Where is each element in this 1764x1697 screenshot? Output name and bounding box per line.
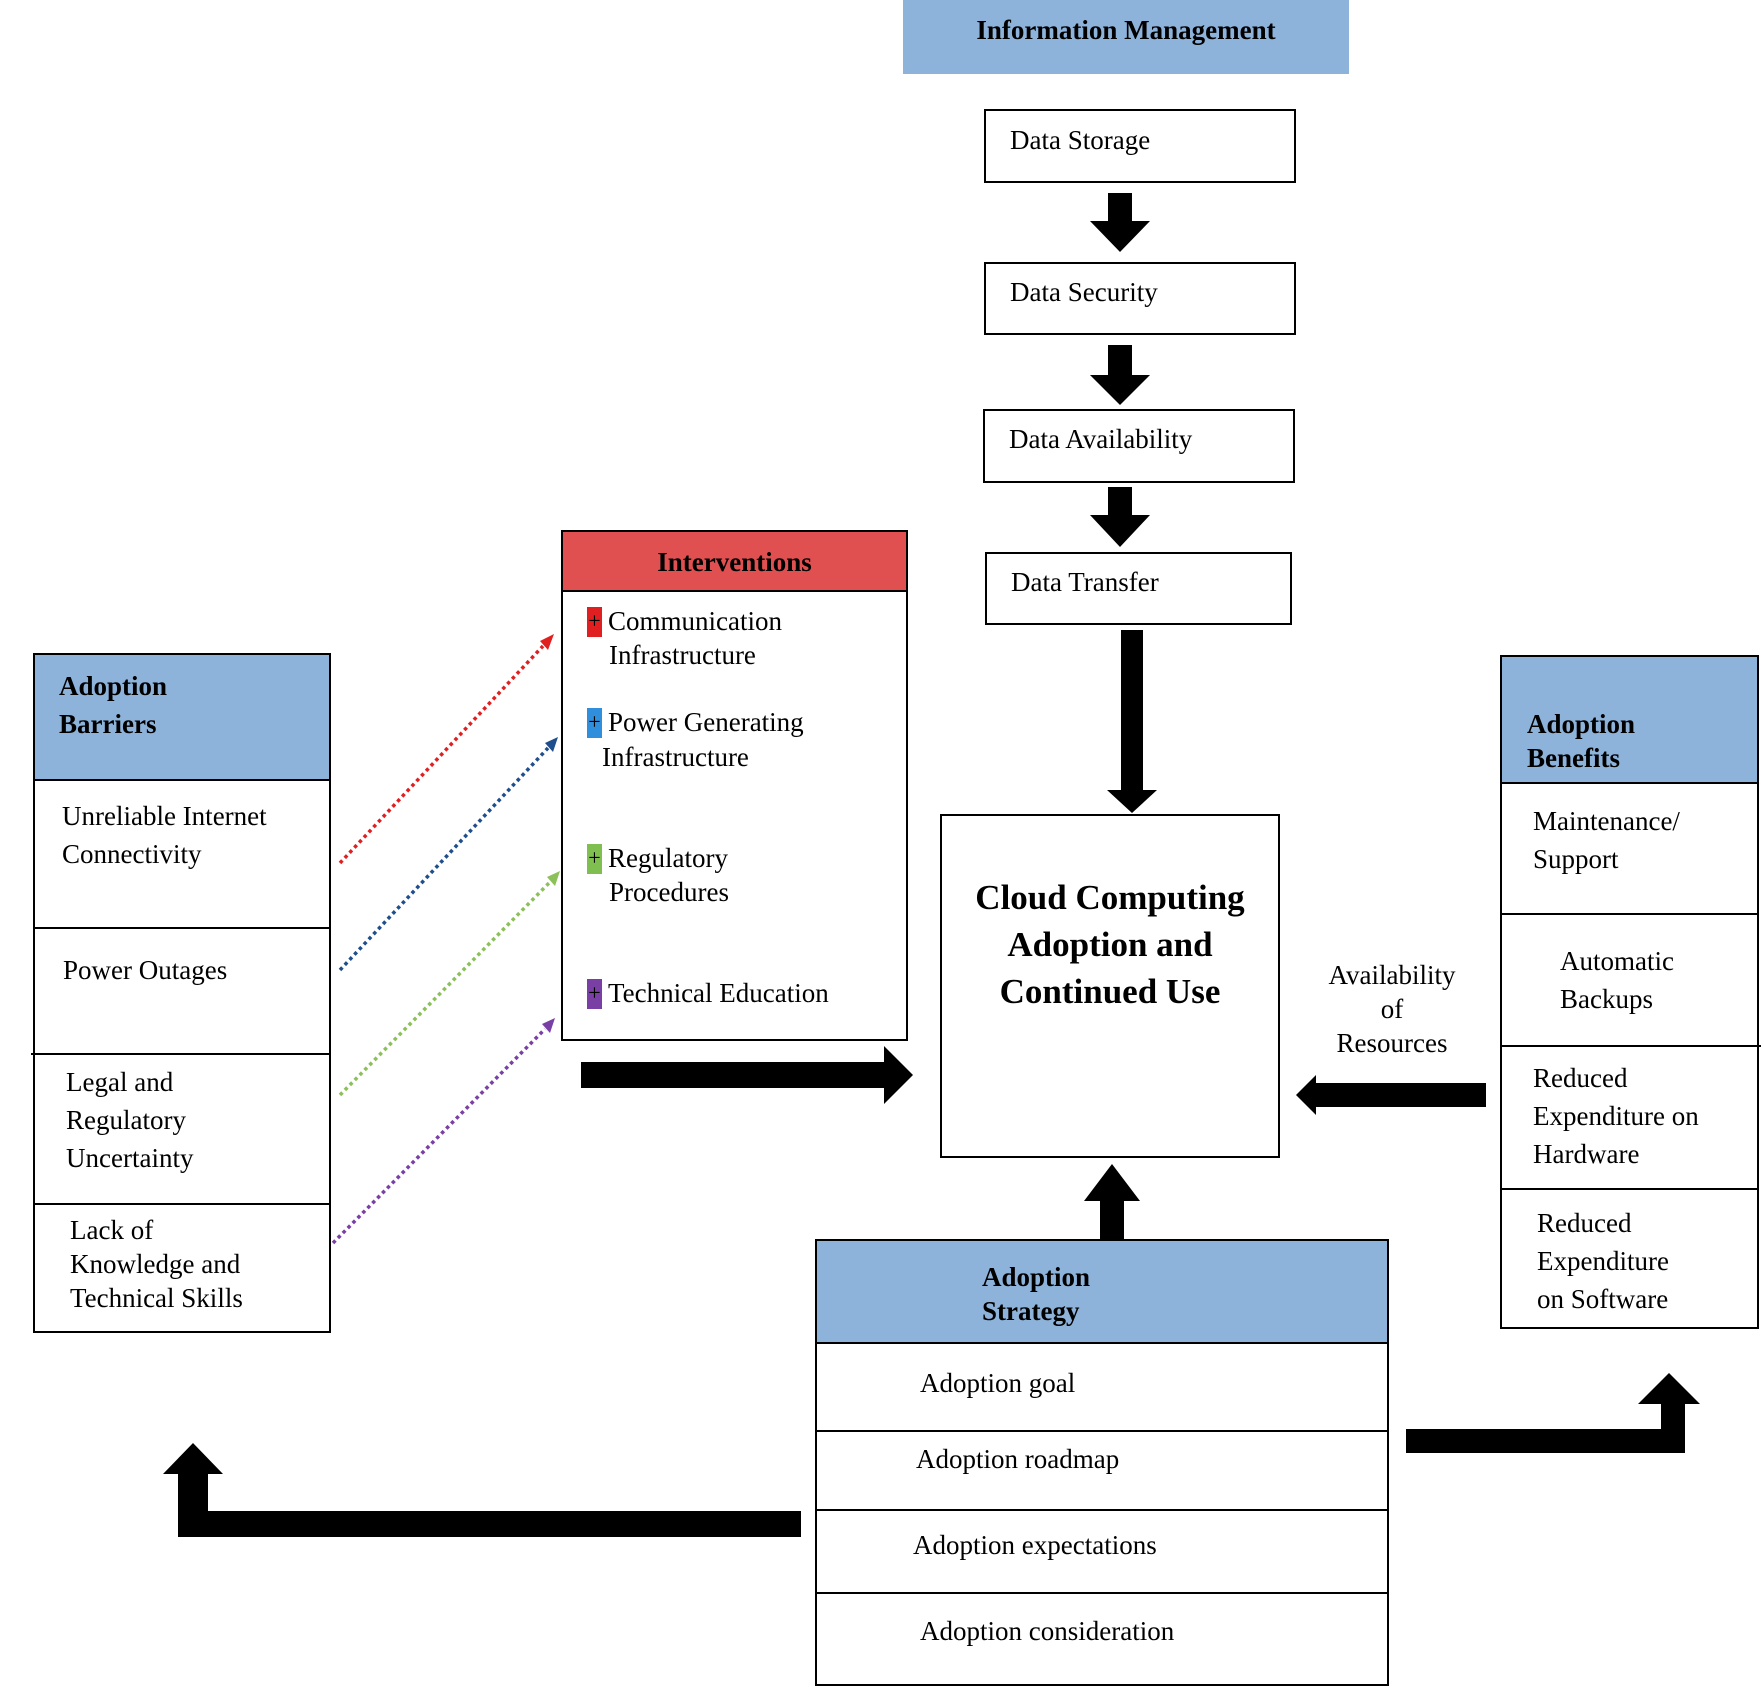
- data-storage-box: Data Storage: [984, 109, 1296, 183]
- adoption-benefits-box: Adoption Benefits Maintenance/ Support A…: [1500, 655, 1761, 1329]
- barrier-legal-regulatory: Legal and Regulatory Uncertainty: [66, 1067, 194, 1173]
- benefit-divider: [1502, 1045, 1761, 1047]
- availability-of-resources-label: Availability of Resources: [1328, 960, 1456, 1058]
- adoption-barriers-title-line2: Barriers: [59, 709, 157, 739]
- adoption-strategy-box: Adoption Strategy Adoption goal Adoption…: [815, 1239, 1389, 1686]
- dotted-arrowhead-purple: [542, 1018, 555, 1033]
- intervention-regulatory-line2: Procedures: [609, 877, 729, 907]
- barrier-power-outages: Power Outages: [63, 955, 228, 985]
- arrow-strategy-to-benefits: [1406, 1373, 1700, 1453]
- arrow-down-storage-security: [1090, 193, 1150, 252]
- intervention-communication-line2: Infrastructure: [609, 640, 756, 670]
- barrier-unreliable-internet: Unreliable Internet Connectivity: [62, 801, 267, 869]
- arrow-down-transfer-center: [1107, 630, 1157, 813]
- arrow-left-resources-center: [1296, 1075, 1486, 1115]
- interventions-box: Interventions +Communication Infrastruct…: [561, 530, 908, 1041]
- strategy-adoption-consideration: Adoption consideration: [920, 1616, 1175, 1646]
- dotted-arrow-red: [338, 644, 545, 865]
- arrow-right-interventions-center: [581, 1046, 913, 1104]
- strategy-adoption-goal: Adoption goal: [920, 1368, 1076, 1398]
- benefit-maintenance-support: Maintenance/ Support: [1533, 806, 1680, 874]
- plus-icon-green: +: [587, 843, 602, 874]
- interventions-title: Interventions: [657, 547, 812, 577]
- cloud-computing-title: Cloud Computing Adoption and Continued U…: [975, 878, 1245, 1011]
- strategy-divider: [817, 1592, 1387, 1594]
- adoption-barriers-header: Adoption Barriers: [35, 655, 329, 781]
- adoption-strategy-title-line2: Strategy: [982, 1296, 1080, 1326]
- strategy-adoption-roadmap: Adoption roadmap: [916, 1444, 1120, 1474]
- data-availability-label: Data Availability: [1009, 424, 1193, 454]
- adoption-barriers-box: Adoption Barriers Unreliable Internet Co…: [31, 653, 331, 1333]
- strategy-adoption-expectations: Adoption expectations: [913, 1530, 1157, 1560]
- benefit-automatic-backups: Automatic Backups: [1560, 946, 1674, 1014]
- arrow-down-availability-transfer: [1090, 487, 1150, 547]
- benefit-divider: [1502, 913, 1757, 915]
- dotted-arrowhead-green: [547, 871, 560, 886]
- arrow-strategy-to-barriers: [163, 1443, 801, 1537]
- dotted-arrowhead-blue: [545, 737, 558, 752]
- adoption-strategy-header: Adoption Strategy: [817, 1241, 1387, 1344]
- intervention-power: +Power Generating: [587, 707, 804, 738]
- benefit-reduced-hardware: Reduced Expenditure on Hardware: [1533, 1063, 1699, 1169]
- dotted-arrow-purple: [331, 1027, 547, 1245]
- adoption-strategy-title-line1: Adoption: [982, 1262, 1091, 1292]
- intervention-technical-education: +Technical Education: [587, 978, 829, 1009]
- data-security-label: Data Security: [1010, 277, 1158, 307]
- data-storage-label: Data Storage: [1010, 125, 1151, 155]
- benefit-reduced-software: Reduced Expenditure on Software: [1537, 1208, 1669, 1314]
- adoption-benefits-header: Adoption Benefits: [1502, 657, 1757, 784]
- barrier-divider: [31, 1053, 329, 1055]
- intervention-power-line2: Infrastructure: [602, 742, 749, 772]
- data-security-box: Data Security: [984, 262, 1296, 335]
- information-management-title: Information Management: [976, 15, 1276, 45]
- dotted-arrow-blue: [338, 746, 550, 972]
- plus-icon-purple: +: [587, 978, 602, 1009]
- intervention-communication: +Communication: [587, 606, 782, 637]
- plus-icon-red: +: [587, 606, 602, 637]
- strategy-divider: [817, 1430, 1387, 1432]
- barrier-divider: [35, 927, 329, 929]
- arrow-up-strategy-center: [1084, 1164, 1140, 1239]
- data-availability-box: Data Availability: [983, 409, 1295, 483]
- intervention-regulatory: +Regulatory: [587, 843, 728, 874]
- dotted-arrow-green: [338, 880, 552, 1097]
- information-management-header: Information Management: [903, 0, 1349, 74]
- barrier-lack-of-knowledge: Lack of Knowledge and Technical Skills: [70, 1215, 243, 1313]
- barrier-divider: [35, 1203, 329, 1205]
- adoption-benefits-title-line1: Adoption: [1527, 709, 1636, 739]
- adoption-benefits-title-line2: Benefits: [1527, 743, 1620, 773]
- plus-icon-blue: +: [587, 707, 602, 738]
- dotted-arrowhead-red: [540, 634, 554, 650]
- strategy-divider: [817, 1509, 1387, 1511]
- interventions-header: Interventions: [561, 530, 908, 592]
- arrow-down-security-availability: [1090, 345, 1150, 405]
- data-transfer-label: Data Transfer: [1011, 567, 1159, 597]
- cloud-computing-center-box: Cloud Computing Adoption and Continued U…: [940, 814, 1280, 1158]
- benefit-divider: [1502, 1188, 1757, 1190]
- data-transfer-box: Data Transfer: [985, 552, 1292, 625]
- adoption-barriers-title-line1: Adoption: [59, 671, 168, 701]
